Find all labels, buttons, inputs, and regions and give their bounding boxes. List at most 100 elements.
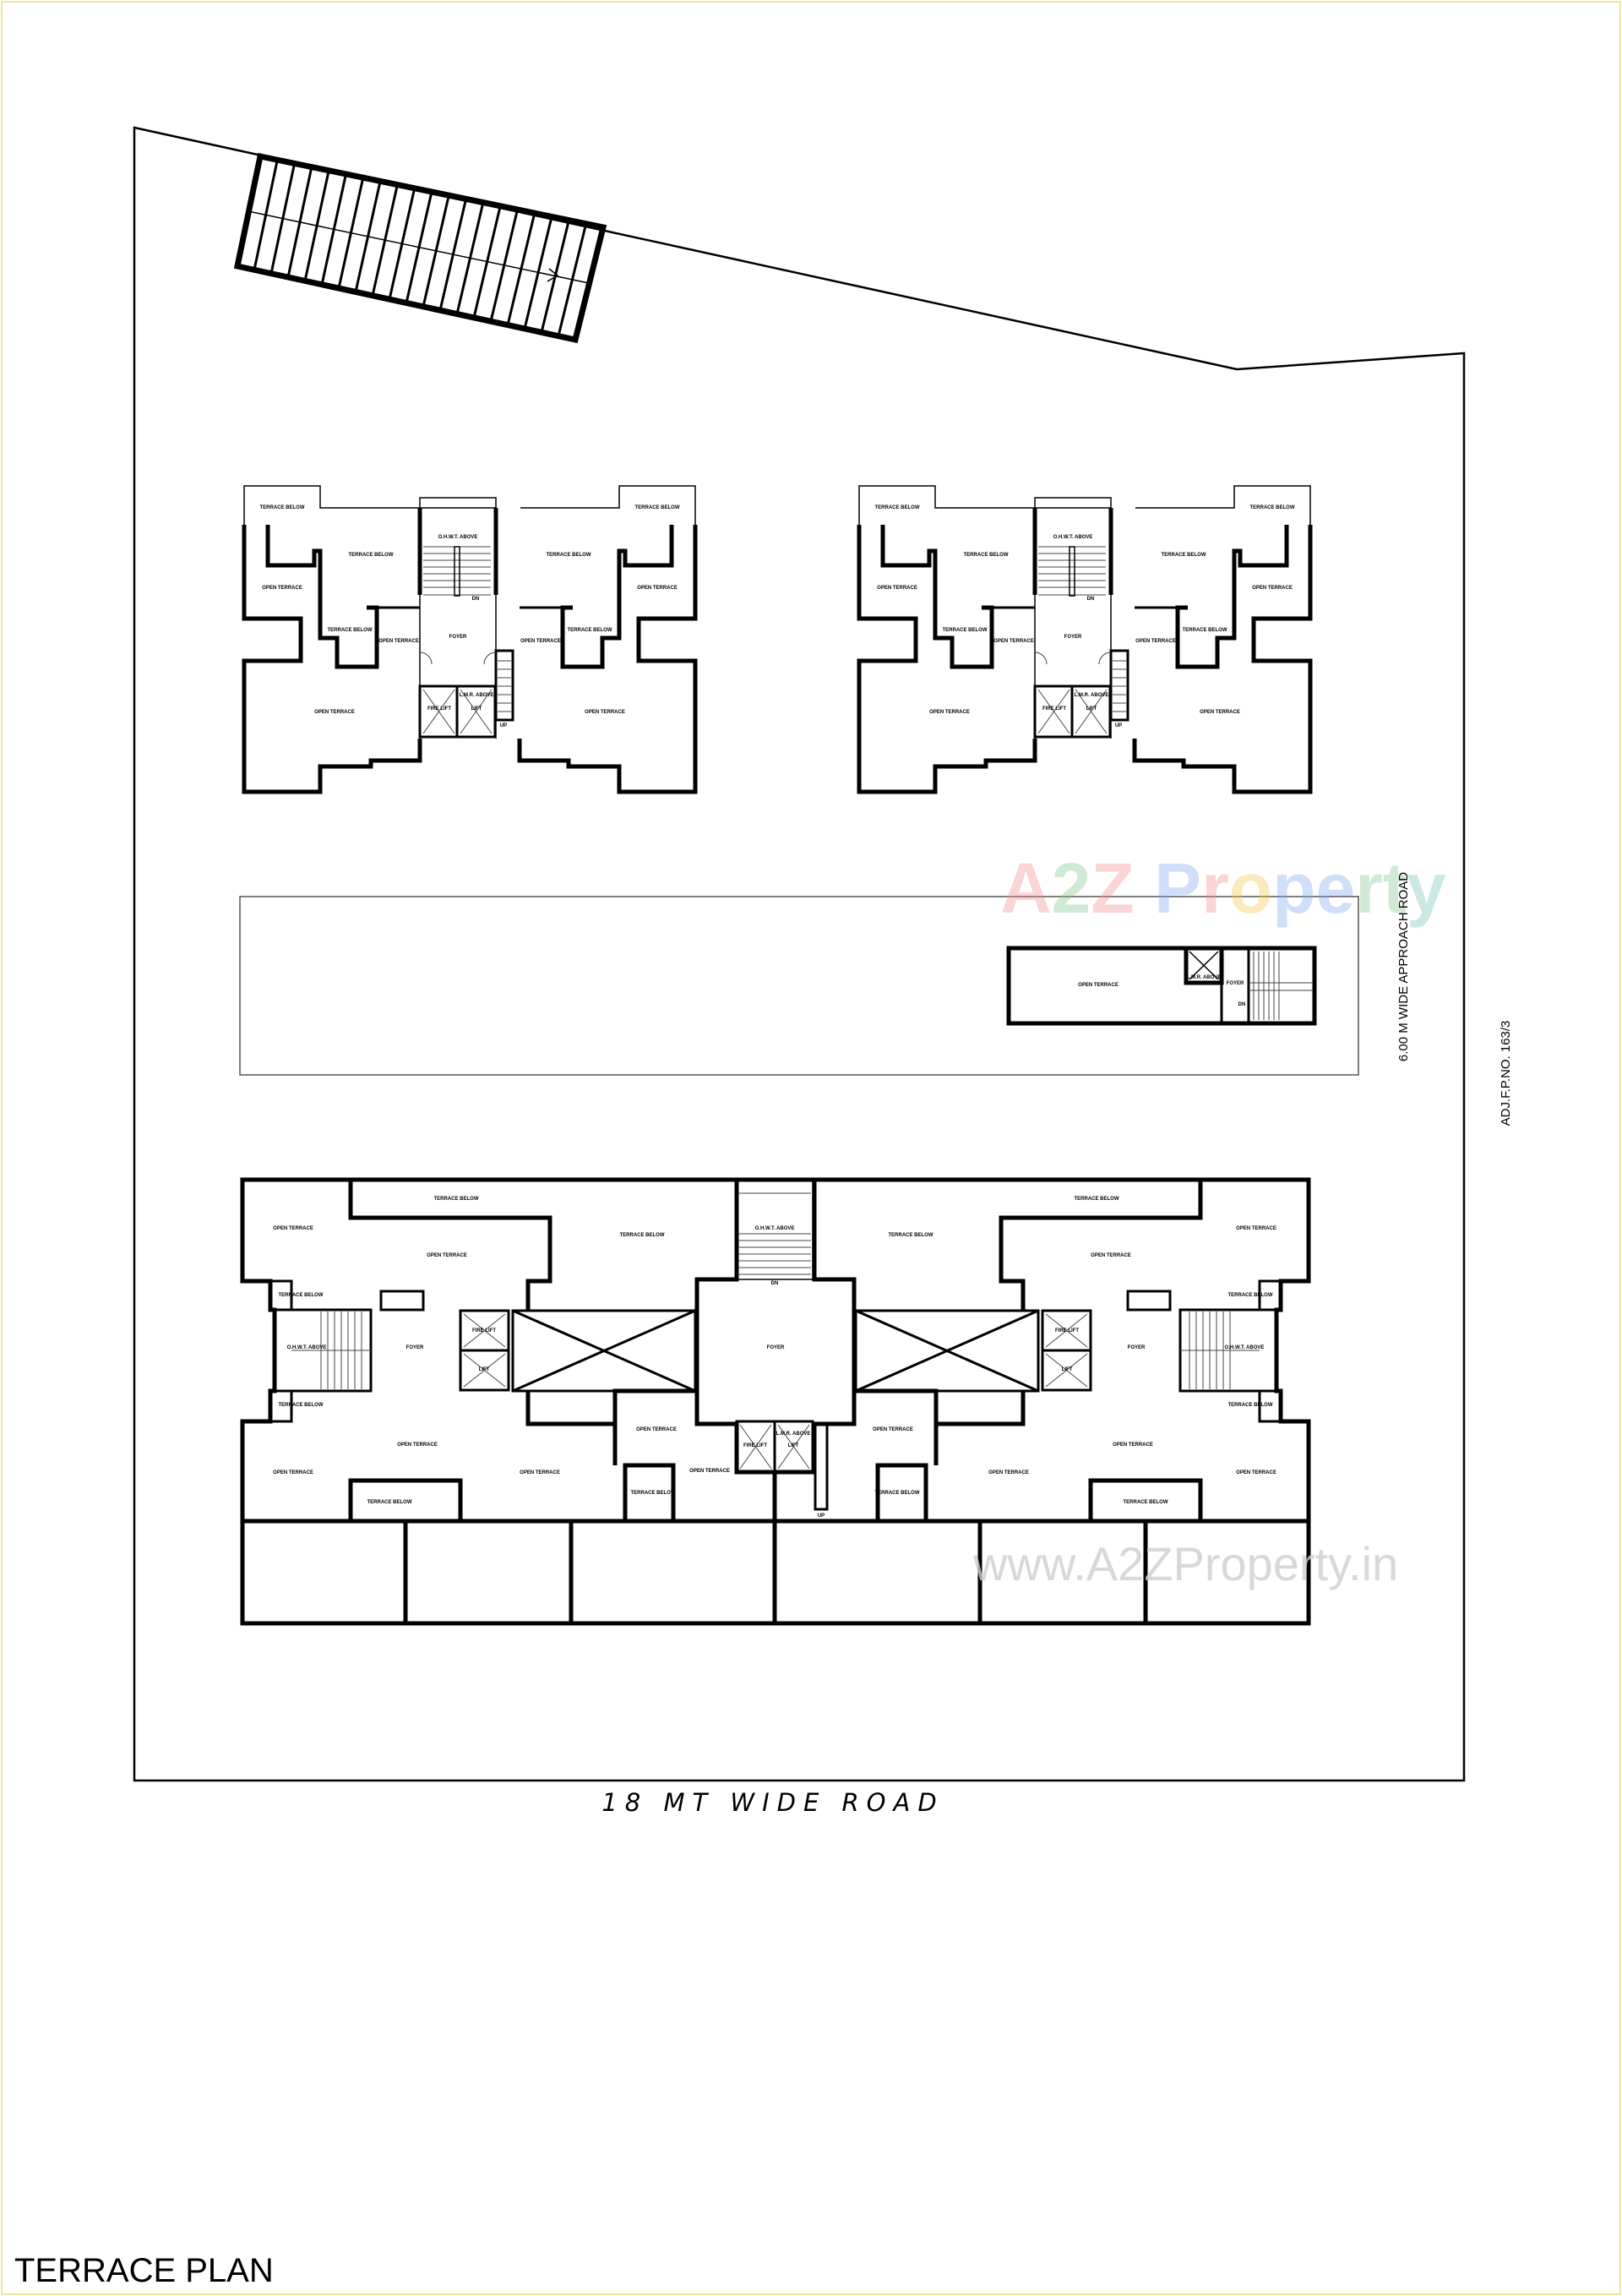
plot-boundary xyxy=(133,126,1466,1782)
room-label-open-terrace: OPEN TERRACE xyxy=(273,1226,313,1231)
room-label-open-terrace: OPEN TERRACE xyxy=(378,639,419,644)
room-label-terrace-below: TERRACE BELOW xyxy=(875,505,920,510)
room-label-foyer: FOYER xyxy=(1227,981,1244,986)
room-label-open-terrace: OPEN TERRACE xyxy=(877,586,917,591)
room-label-terrace-below: TERRACE BELOW xyxy=(631,1491,676,1496)
room-label-open-terrace: OPEN TERRACE xyxy=(1200,710,1240,715)
room-label-dn: DN xyxy=(1087,597,1095,602)
room-label-terrace-below: TERRACE BELOW xyxy=(1228,1403,1273,1408)
room-label-open-terrace: OPEN TERRACE xyxy=(273,1470,313,1475)
room-label-up: UP xyxy=(500,723,507,728)
room-label-terrace-below: TERRACE BELOW xyxy=(279,1403,324,1408)
room-label-up: UP xyxy=(1115,723,1122,728)
room-label-terrace-below: TERRACE BELOW xyxy=(434,1197,479,1202)
watermark-letter: r xyxy=(1355,848,1383,928)
room-label-terrace-below: TERRACE BELOW xyxy=(635,505,680,510)
room-label-open-terrace: OPEN TERRACE xyxy=(427,1253,467,1258)
room-label-ohwt-above: O.H.W.T. ABOVE xyxy=(1053,535,1093,540)
room-label-lmr-above: L.M.R. ABOVE xyxy=(460,693,494,698)
watermark-letter: o xyxy=(1229,848,1272,928)
room-label-terrace-below: TERRACE BELOW xyxy=(1228,1293,1273,1298)
room-label-fire-lift: FIRE LIFT xyxy=(1042,706,1066,712)
room-label-dn: DN xyxy=(1238,1002,1246,1007)
room-label-lift: LIFT xyxy=(471,706,482,712)
room-label-open-terrace: OPEN TERRACE xyxy=(929,710,970,715)
watermark-letter: P xyxy=(1154,848,1201,928)
room-label-fire-lift: FIRE LIFT xyxy=(1055,1328,1079,1333)
room-label-terrace-below: TERRACE BELOW xyxy=(328,628,373,633)
drawing-title: TERRACE PLAN xyxy=(14,2252,274,2289)
room-label-terrace-below: TERRACE BELOW xyxy=(260,505,305,510)
room-label-open-terrace: OPEN TERRACE xyxy=(1236,1226,1276,1231)
watermark-letter: A xyxy=(1000,848,1052,928)
adjacent-plot-label: ADJ.F.P.NO. 163/3 xyxy=(1499,1021,1513,1126)
entrance-ramp xyxy=(233,152,607,344)
room-label-lift: LIFT xyxy=(788,1443,799,1448)
room-label-open-terrace: OPEN TERRACE xyxy=(262,586,302,591)
room-label-terrace-below: TERRACE BELOW xyxy=(1124,1500,1168,1505)
building-top-left: TERRACE BELOW TERRACE BELOW TERRACE BELOW O… xyxy=(244,486,695,792)
room-label-open-terrace: OPEN TERRACE xyxy=(873,1427,913,1432)
room-label-foyer: FOYER xyxy=(1064,635,1082,640)
room-label-terrace-below: TERRACE BELOW xyxy=(964,553,1009,558)
room-label-open-terrace: OPEN TERRACE xyxy=(1078,983,1119,988)
room-label-terrace-below: TERRACE BELOW xyxy=(620,1233,665,1238)
road-label: 18 MT WIDE ROAD xyxy=(601,1788,944,1817)
room-label-fire-lift: FIRE LIFT xyxy=(472,1328,496,1333)
room-label-open-terrace: OPEN TERRACE xyxy=(314,710,355,715)
room-label-open-terrace: OPEN TERRACE xyxy=(689,1469,730,1474)
room-label-open-terrace: OPEN TERRACE xyxy=(637,586,678,591)
room-label-lift: LIFT xyxy=(1086,706,1097,712)
building-small-block: OPEN TERRACE FOYER L.M.R. ABOVE DN xyxy=(1006,946,1317,1026)
room-label-lmr-above: L.M.R. ABOVE xyxy=(1187,975,1222,980)
room-label-open-terrace: OPEN TERRACE xyxy=(1091,1253,1131,1258)
room-label-lift: LIFT xyxy=(1062,1367,1073,1372)
room-label-open-terrace: OPEN TERRACE xyxy=(993,639,1034,644)
room-label-dn: DN xyxy=(472,597,480,602)
room-label-ohwt-above: O.H.W.T. ABOVE xyxy=(287,1345,327,1350)
approach-road-label: 6.00 M WIDE APPROACH ROAD xyxy=(1396,872,1411,1061)
room-label-open-terrace: OPEN TERRACE xyxy=(1113,1442,1153,1448)
room-label-lmr-above: L.M.R. ABOVE xyxy=(776,1432,811,1437)
room-label-open-terrace: OPEN TERRACE xyxy=(1135,639,1176,644)
watermark-logo: A2Z Property xyxy=(1000,848,1446,928)
room-label-fire-lift: FIRE LIFT xyxy=(427,706,451,712)
room-label-dn: DN xyxy=(771,1281,779,1286)
room-label-foyer: FOYER xyxy=(1128,1345,1146,1350)
watermark-url: www.A2ZProperty.in xyxy=(972,1537,1398,1590)
room-label-terrace-below: TERRACE BELOW xyxy=(943,628,988,633)
room-label-terrace-below: TERRACE BELOW xyxy=(1162,553,1206,558)
room-label-terrace-below: TERRACE BELOW xyxy=(568,628,612,633)
room-label-fire-lift: FIRE LIFT xyxy=(743,1443,767,1448)
watermark-letter: e xyxy=(1315,848,1355,928)
watermark-letter: t xyxy=(1383,848,1407,928)
room-label-lmr-above: L.M.R. ABOVE xyxy=(1075,693,1109,698)
podium-outline xyxy=(239,896,1359,1076)
room-label-terrace-below: TERRACE BELOW xyxy=(1183,628,1227,633)
room-label-terrace-below: TERRACE BELOW xyxy=(349,553,394,558)
room-label-open-terrace: OPEN TERRACE xyxy=(520,1470,560,1475)
room-label-open-terrace: OPEN TERRACE xyxy=(520,639,561,644)
room-label-ohwt-above: O.H.W.T. ABOVE xyxy=(1225,1345,1265,1350)
room-label-terrace-below: TERRACE BELOW xyxy=(279,1293,324,1298)
room-label-foyer: FOYER xyxy=(406,1345,424,1350)
room-label-foyer: FOYER xyxy=(767,1345,785,1350)
room-label-open-terrace: OPEN TERRACE xyxy=(636,1427,677,1432)
building-top-right: TERRACE BELOW TERRACE BELOW TERRACE BELOW O… xyxy=(859,486,1310,792)
building-bottom: TERRACE BELOW TERRACE BELOW TERRACE BELOW T… xyxy=(240,1177,1309,1626)
room-label-open-terrace: OPEN TERRACE xyxy=(585,710,625,715)
room-label-up: UP xyxy=(818,1513,825,1519)
room-label-open-terrace: OPEN TERRACE xyxy=(1236,1470,1276,1475)
watermark-letter: Z xyxy=(1091,848,1134,928)
room-label-terrace-below: TERRACE BELOW xyxy=(367,1500,412,1505)
watermark-letter xyxy=(1135,848,1154,928)
room-label-open-terrace: OPEN TERRACE xyxy=(397,1442,438,1448)
room-label-ohwt-above: O.H.W.T. ABOVE xyxy=(438,535,478,540)
room-label-terrace-below: TERRACE BELOW xyxy=(875,1491,920,1496)
room-label-open-terrace: OPEN TERRACE xyxy=(1252,586,1293,591)
watermark-letter: y xyxy=(1407,848,1446,928)
room-label-terrace-below: TERRACE BELOW xyxy=(547,553,591,558)
watermark-letter: r xyxy=(1201,848,1229,928)
